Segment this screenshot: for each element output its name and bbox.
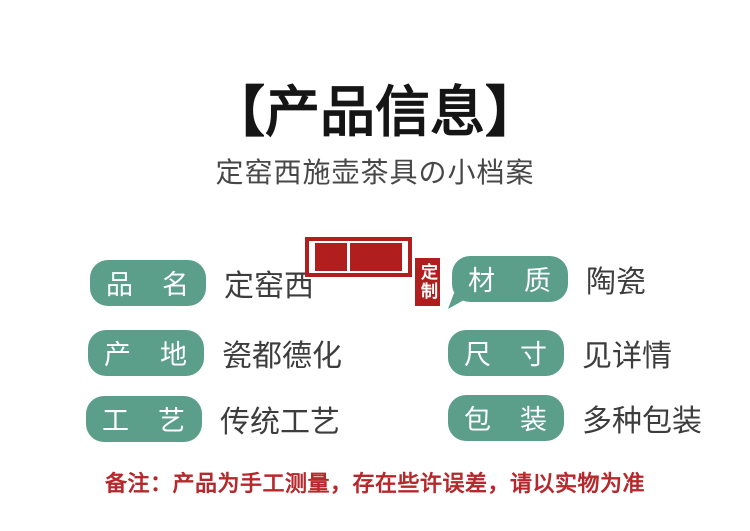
spec-label-size: 尺 寸 bbox=[448, 330, 564, 376]
spec-label-origin: 产 地 bbox=[88, 330, 204, 376]
custom-stamp-label: 定制 bbox=[415, 258, 440, 306]
spec-value-craft: 传统工艺 bbox=[220, 406, 340, 439]
page-subtitle: 定窑西施壶茶具の小档案 bbox=[215, 157, 535, 188]
spec-row-origin: 产 地 瓷都德化 bbox=[88, 330, 342, 376]
custom-stamp-box bbox=[305, 237, 412, 277]
spec-value-product-name: 定窑西 bbox=[224, 270, 314, 303]
stamp-fill-left bbox=[315, 243, 347, 271]
spec-row-size: 尺 寸 见详情 bbox=[448, 330, 672, 376]
stamp-fill-right bbox=[350, 243, 402, 271]
remark-note: 备注：产品为手工测量，存在些许误差，请以实物为准 bbox=[104, 471, 645, 496]
spec-row-product-name: 品 名 定窑西 bbox=[90, 260, 314, 306]
spec-label-craft: 工 艺 bbox=[86, 396, 202, 442]
spec-value-material: 陶瓷 bbox=[586, 266, 646, 299]
spec-value-packaging: 多种包装 bbox=[582, 405, 702, 438]
page-title: 【产品信息】 bbox=[209, 82, 540, 143]
spec-row-material: 材 质 陶瓷 bbox=[452, 256, 646, 302]
spec-row-packaging: 包 装 多种包装 bbox=[448, 395, 702, 441]
spec-label-product-name: 品 名 bbox=[90, 260, 206, 306]
spec-label-packaging: 包 装 bbox=[448, 395, 564, 441]
spec-value-size: 见详情 bbox=[582, 340, 672, 373]
spec-row-craft: 工 艺 传统工艺 bbox=[86, 396, 340, 442]
spec-value-origin: 瓷都德化 bbox=[222, 340, 342, 373]
spec-label-material: 材 质 bbox=[452, 256, 568, 302]
